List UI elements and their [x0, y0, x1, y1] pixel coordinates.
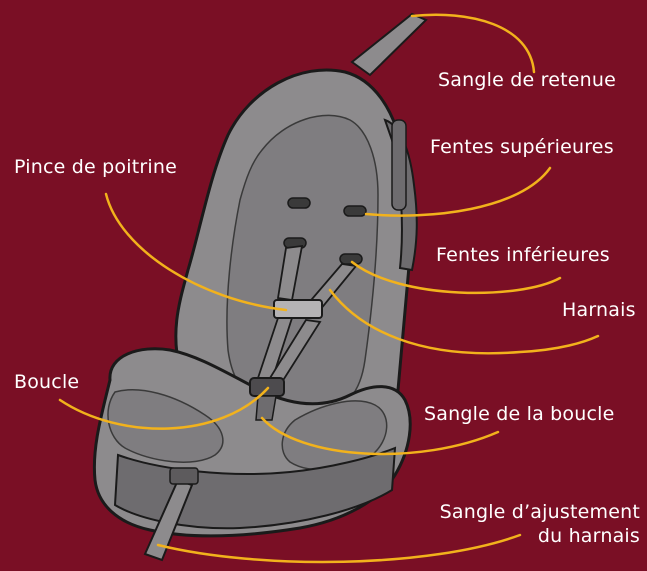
label-buckle-strap: Sangle de la boucle [424, 402, 615, 426]
leader-tether [412, 15, 534, 72]
adjuster-lever-shape [170, 468, 198, 484]
label-lower-slots: Fentes inférieures [436, 243, 610, 267]
side-guide-shape [392, 120, 406, 210]
label-buckle: Boucle [14, 370, 79, 394]
label-harness-adjuster-line2: du harnais [410, 524, 640, 548]
buckle-strap-shape [256, 396, 276, 420]
buckle-shape [250, 378, 284, 396]
label-harness-adjuster: Sangle d’ajustement du harnais [410, 500, 640, 548]
label-harness: Harnais [562, 298, 636, 322]
upper-slot-right-shape [344, 206, 366, 216]
tether-strap-shape [352, 14, 426, 75]
label-tether-strap: Sangle de retenue [438, 68, 616, 92]
label-upper-slots: Fentes supérieures [430, 135, 614, 159]
upper-slot-left-shape [288, 198, 310, 208]
label-chest-clip: Pince de poitrine [14, 155, 177, 179]
label-harness-adjuster-line1: Sangle d’ajustement [410, 500, 640, 524]
